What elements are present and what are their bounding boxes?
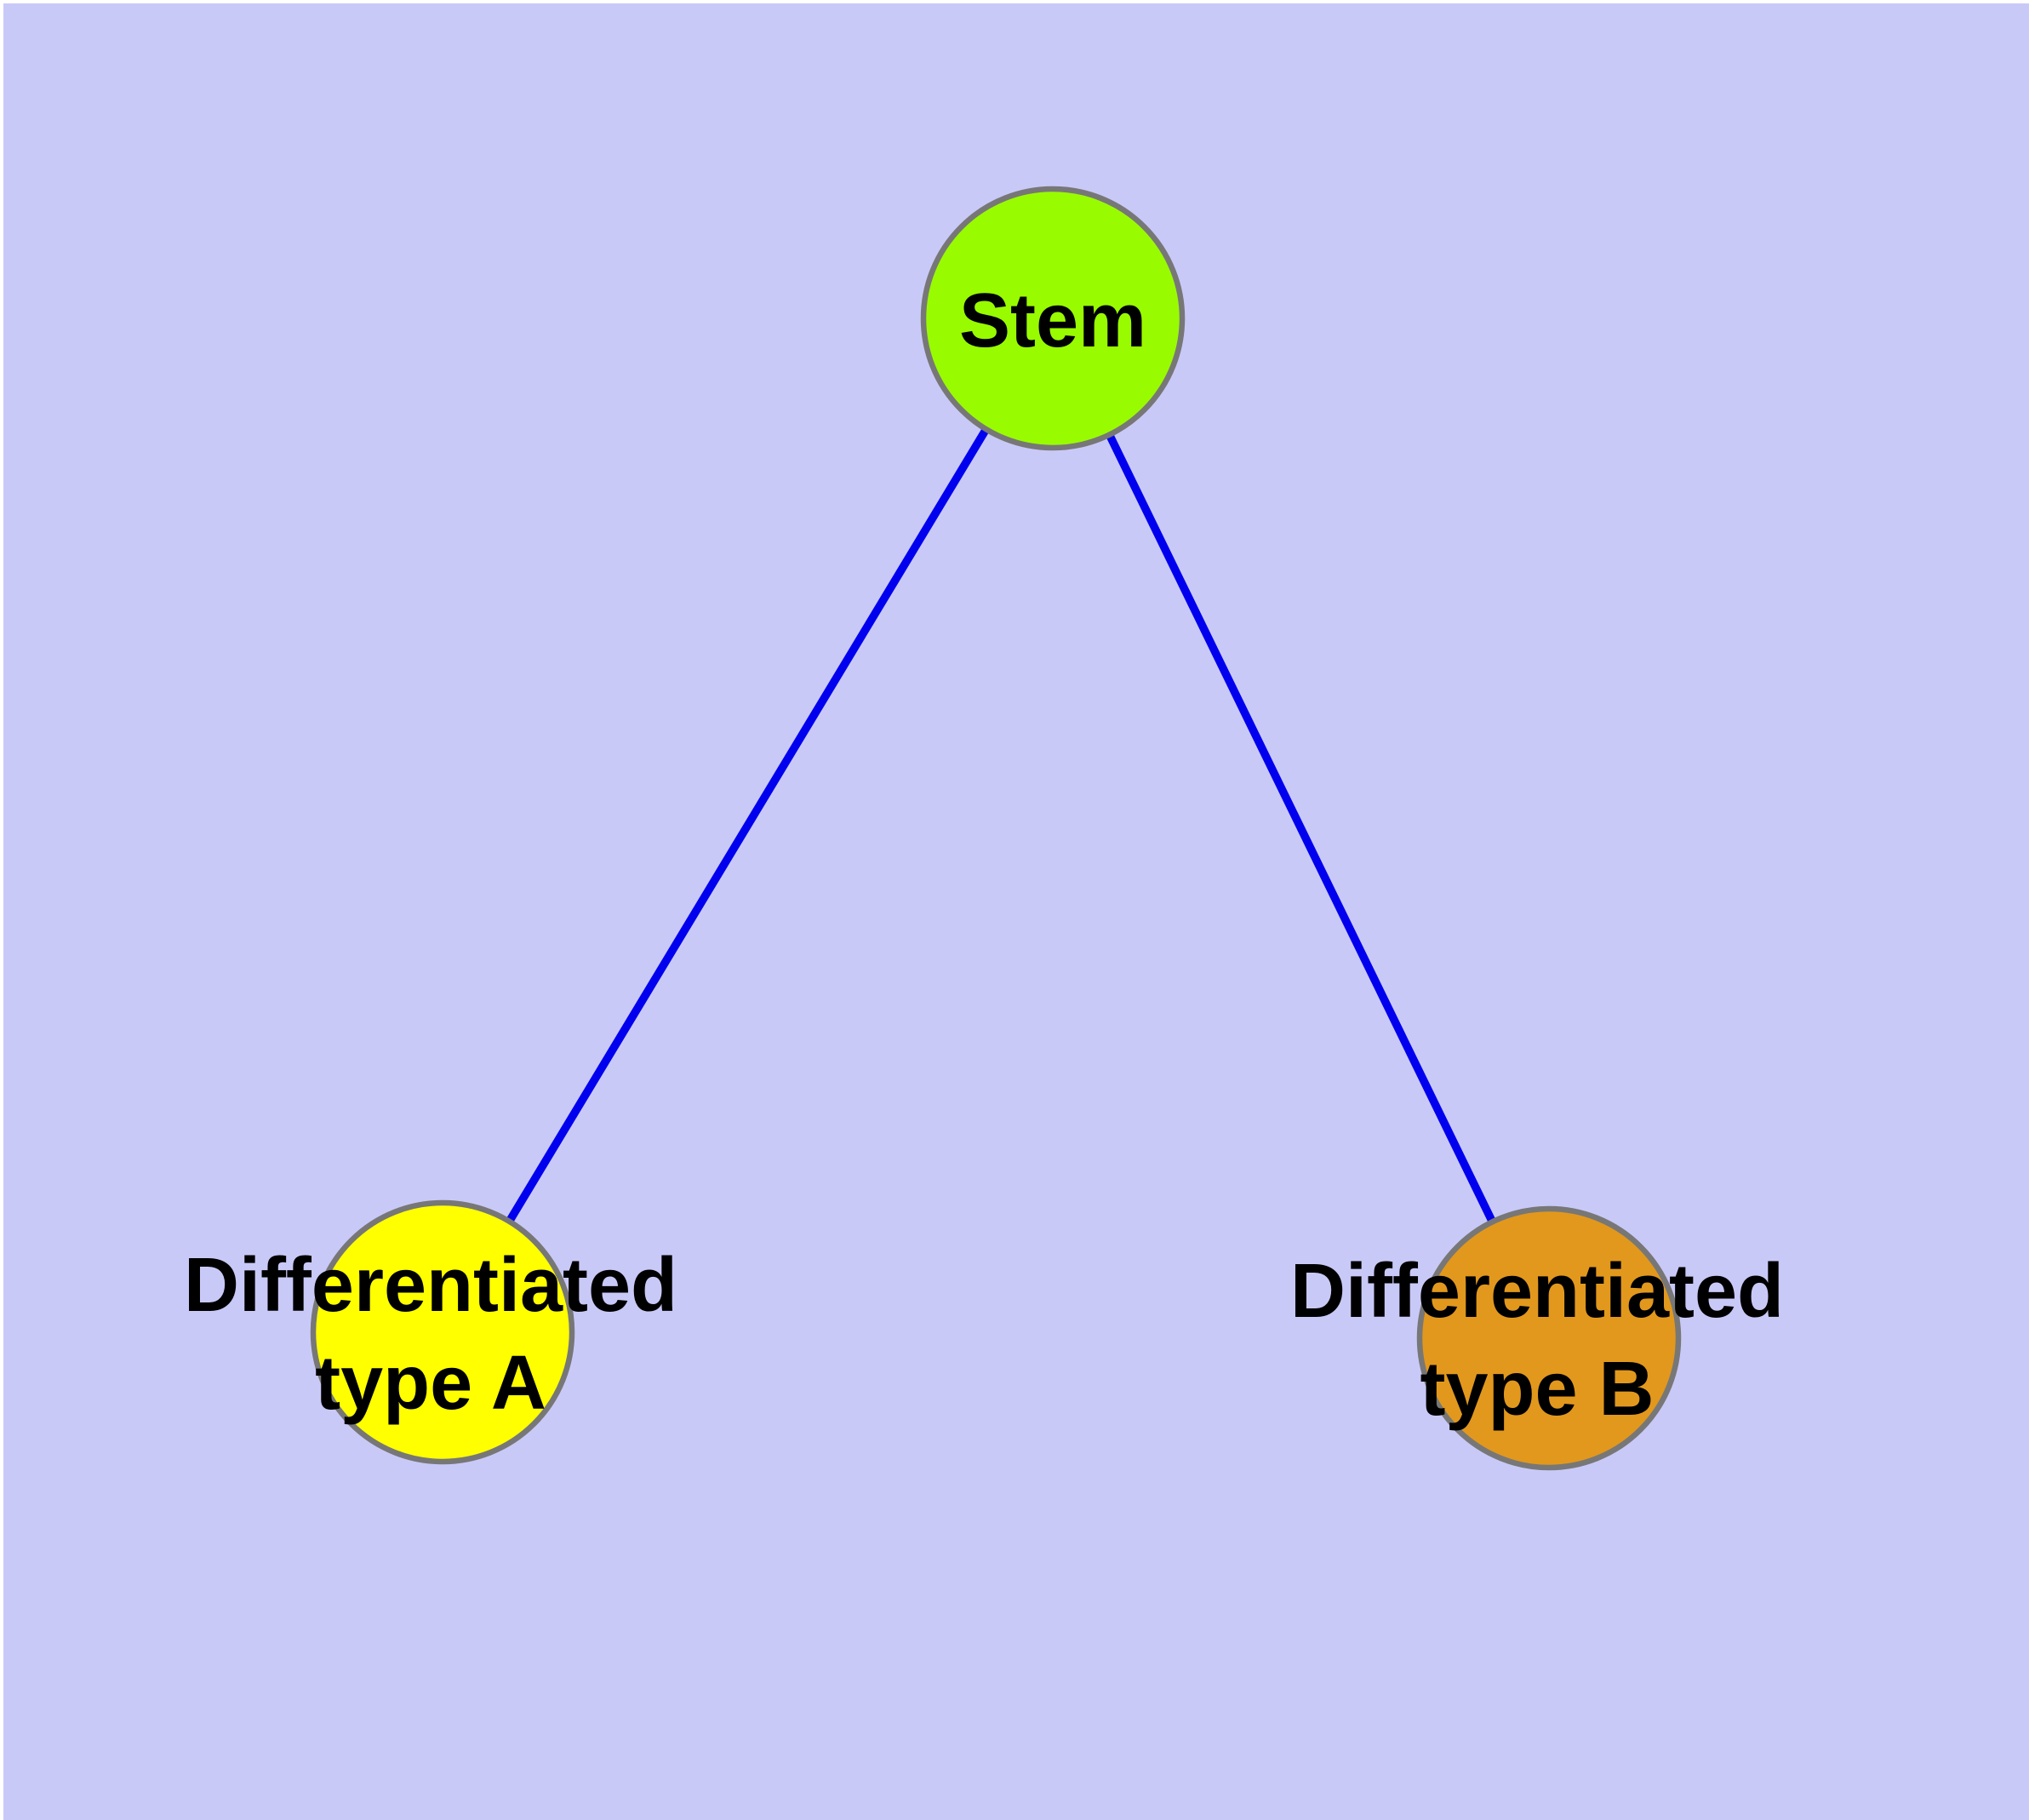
node-stem-circle xyxy=(920,186,1186,451)
node-stem-label: Stem xyxy=(959,278,1146,363)
edge-stem-to-type-a xyxy=(438,316,1057,1335)
node-type-a-label-line2: type A xyxy=(315,1341,546,1426)
node-type-a-label-line1: Differentiated xyxy=(184,1243,677,1328)
edge-stem-to-type-b xyxy=(1049,316,1553,1341)
node-type-b-circle xyxy=(1416,1205,1682,1471)
node-type-b-label-line1: Differentiated xyxy=(1290,1249,1784,1334)
node-type-a-circle xyxy=(310,1199,575,1465)
node-type-b-label-line2: type B xyxy=(1420,1347,1654,1432)
